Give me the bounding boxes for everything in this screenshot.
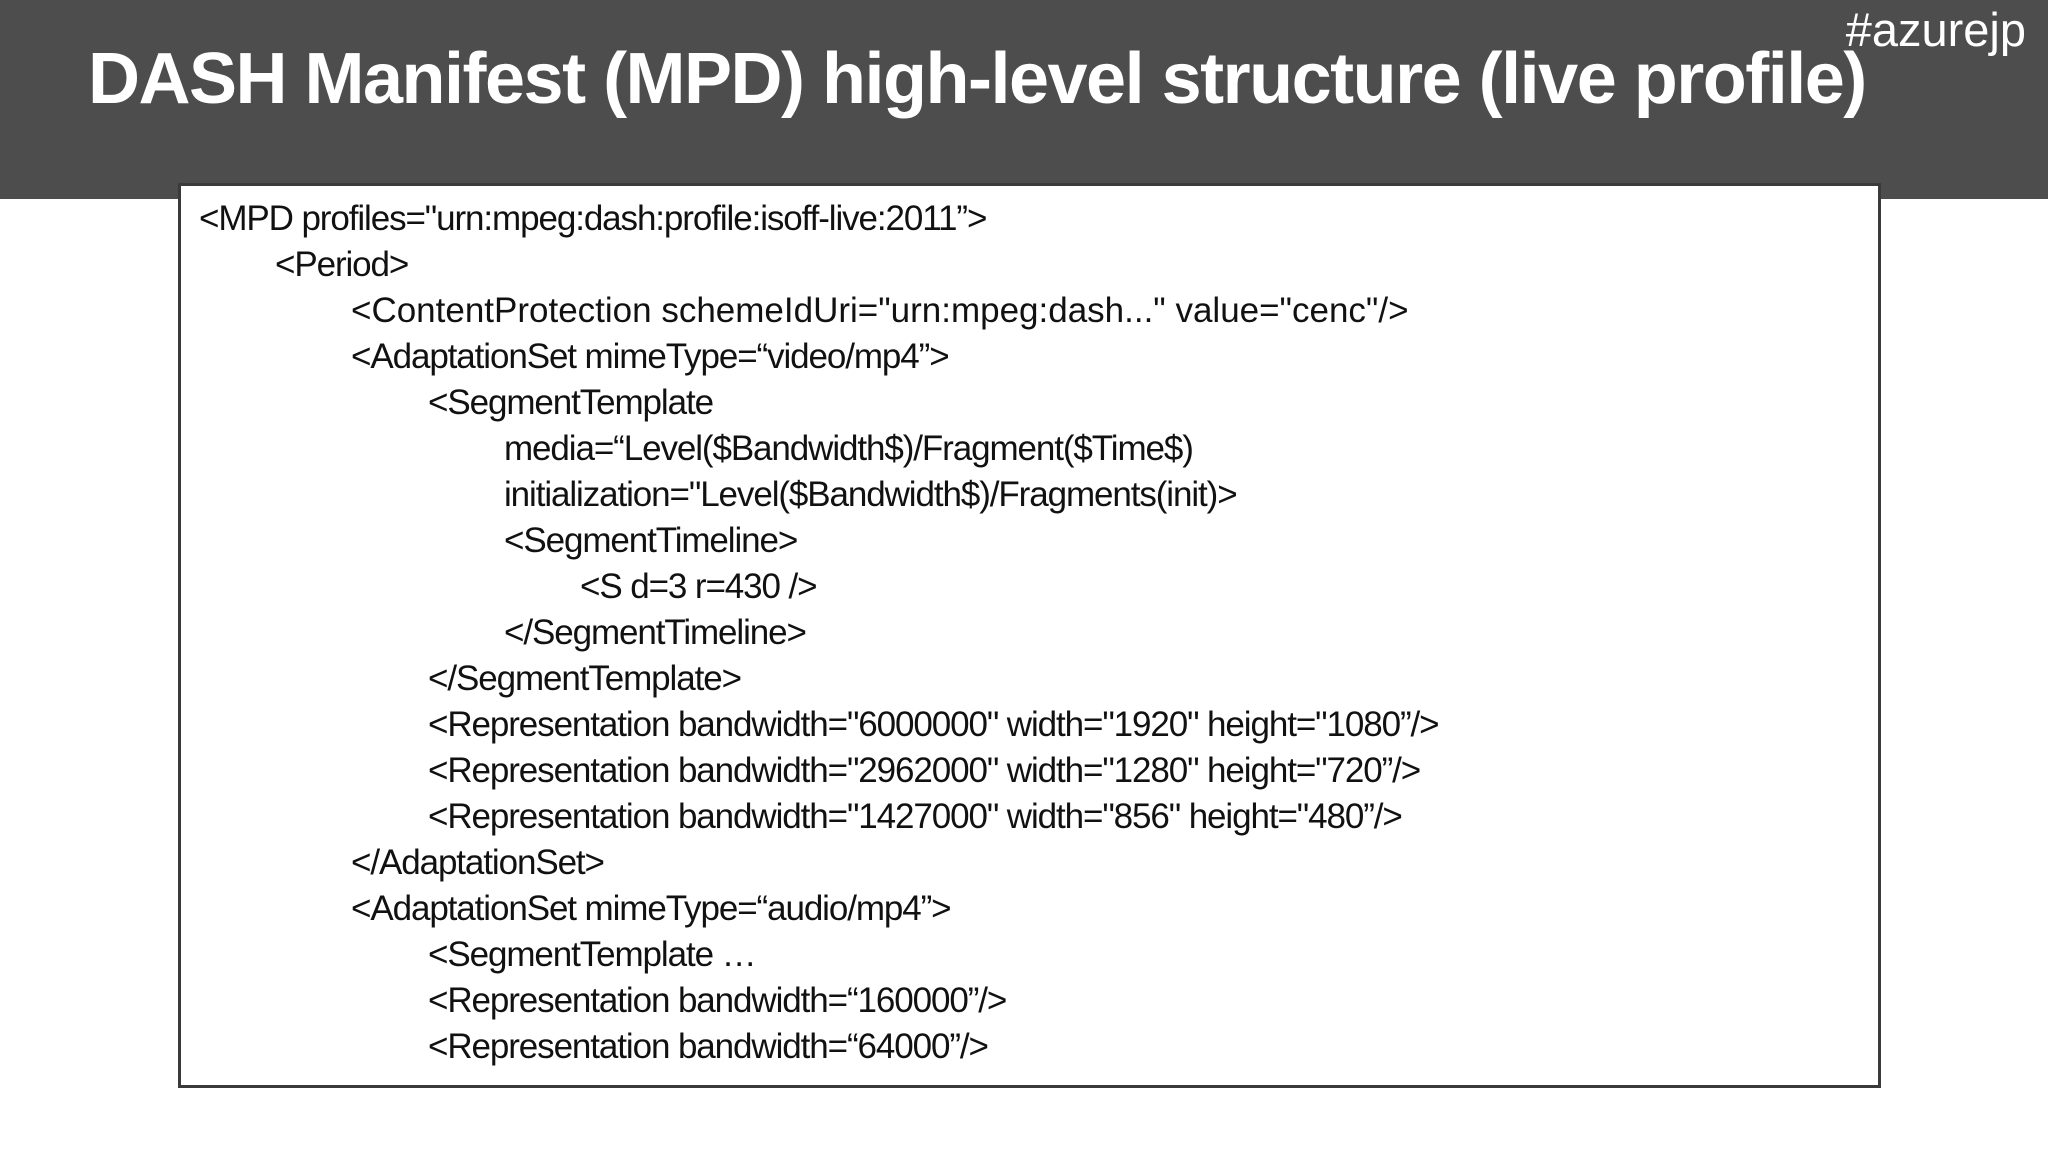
code-line-audio-representation-64000: <Representation bandwidth=“64000”/>	[428, 1027, 989, 1066]
code-line-adaptation-set-video: <AdaptationSet mimeType=“video/mp4”>	[351, 337, 950, 376]
code-line-media-attribute: media=“Level($Bandwidth$)/Fragment($Time…	[504, 429, 1194, 468]
code-line-representation-1080: <Representation bandwidth="6000000" widt…	[428, 705, 1440, 744]
code-line-segment-template-close: </SegmentTemplate>	[428, 659, 742, 698]
code-line-segment-template-open: <SegmentTemplate	[428, 383, 714, 422]
code-listing-box: <MPD profiles="urn:mpeg:dash:profile:iso…	[178, 183, 1881, 1088]
code-line-segment-timeline-open: <SegmentTimeline>	[504, 521, 798, 560]
code-line-adaptation-set-close: </AdaptationSet>	[351, 843, 605, 882]
slide-title: DASH Manifest (MPD) high-level structure…	[88, 39, 1867, 119]
code-line-period-open: <Period>	[275, 245, 409, 284]
code-line-adaptation-set-audio: <AdaptationSet mimeType=“audio/mp4”>	[351, 889, 952, 928]
code-line-content-protection: <ContentProtection schemeIdUri="urn:mpeg…	[351, 291, 1409, 330]
code-line-mpd-open: <MPD profiles="urn:mpeg:dash:profile:iso…	[199, 199, 987, 238]
code-line-representation-720: <Representation bandwidth="2962000" widt…	[428, 751, 1421, 790]
code-lines: <MPD profiles="urn:mpeg:dash:profile:iso…	[199, 196, 1868, 1070]
code-line-initialization-attribute: initialization="Level($Bandwidth$)/Fragm…	[504, 475, 1238, 514]
code-line-audio-representation-160000: <Representation bandwidth=“160000”/>	[428, 981, 1007, 1020]
hashtag-label: #azurejp	[1845, 3, 2026, 56]
code-line-segment-timeline-close: </SegmentTimeline>	[504, 613, 807, 652]
title-bar: DASH Manifest (MPD) high-level structure…	[0, 0, 2048, 199]
code-line-representation-480: <Representation bandwidth="1427000" widt…	[428, 797, 1403, 836]
code-line-segment-entry: <S d=3 r=430 />	[580, 567, 818, 606]
code-line-audio-segment-template: <SegmentTemplate …	[428, 935, 757, 974]
